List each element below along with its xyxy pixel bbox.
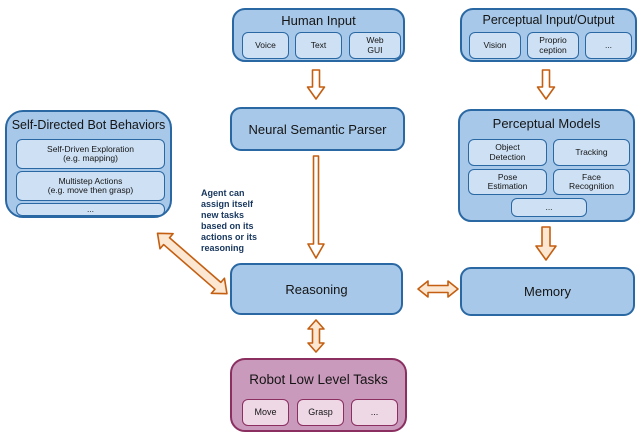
neural-semantic-parser-box: Neural Semantic Parser	[230, 107, 405, 151]
arrow-reasoning-tasks-bidirectional-icon	[307, 319, 325, 353]
perceptual-io-title: Perceptual Input/Output	[482, 13, 615, 27]
perceptual-models-more-box: ...	[511, 198, 587, 217]
reasoning-box: Reasoning	[230, 263, 403, 315]
self-directed-title: Self-Directed Bot Behaviors	[11, 118, 166, 132]
robot-low-level-tasks-box: Robot Low Level Tasks Move Grasp ...	[230, 358, 407, 432]
robot-tasks-more-box: ...	[351, 399, 398, 426]
arrow-selfdirected-reasoning-bidirectional-icon	[156, 232, 228, 295]
robot-tasks-title: Robot Low Level Tasks	[249, 372, 388, 387]
multistep-actions-box: Multistep Actions (e.g. move then grasp)	[16, 171, 165, 201]
self-directed-box: Self-Directed Bot Behaviors Self-Driven …	[5, 110, 172, 218]
arrow-reasoning-memory-bidirectional-icon	[417, 280, 459, 298]
move-box: Move	[242, 399, 289, 426]
vision-box: Vision	[469, 32, 521, 59]
object-detection-box: Object Detection	[468, 139, 547, 166]
voice-box: Voice	[242, 32, 289, 59]
arrow-parser-to-reasoning-icon	[307, 155, 325, 259]
perceptual-io-more-box: ...	[585, 32, 632, 59]
memory-box: Memory	[460, 267, 635, 316]
arrow-human-input-to-parser-icon	[306, 69, 326, 100]
perceptual-models-box: Perceptual Models Object Detection Track…	[458, 109, 635, 222]
face-recognition-box: Face Recognition	[553, 169, 630, 195]
tracking-box: Tracking	[553, 139, 630, 166]
pose-estimation-box: Pose Estimation	[468, 169, 547, 195]
perceptual-models-title: Perceptual Models	[492, 116, 601, 131]
grasp-box: Grasp	[297, 399, 344, 426]
web-gui-box: Web GUI	[349, 32, 401, 59]
arrow-models-to-memory-icon	[535, 226, 557, 261]
proprioception-box: Proprio ception	[527, 32, 579, 59]
text-box: Text	[295, 32, 342, 59]
arrow-perceptual-io-to-models-icon	[536, 69, 556, 100]
human-input-box: Human Input Voice Text Web GUI	[232, 8, 405, 62]
human-input-title: Human Input	[281, 13, 356, 28]
perceptual-io-box: Perceptual Input/Output Vision Proprio c…	[460, 8, 637, 62]
self-directed-more-box: ...	[16, 203, 165, 216]
agent-self-assign-note: Agent can assign itself new tasks based …	[201, 188, 258, 253]
self-driven-exploration-box: Self-Driven Exploration (e.g. mapping)	[16, 139, 165, 169]
